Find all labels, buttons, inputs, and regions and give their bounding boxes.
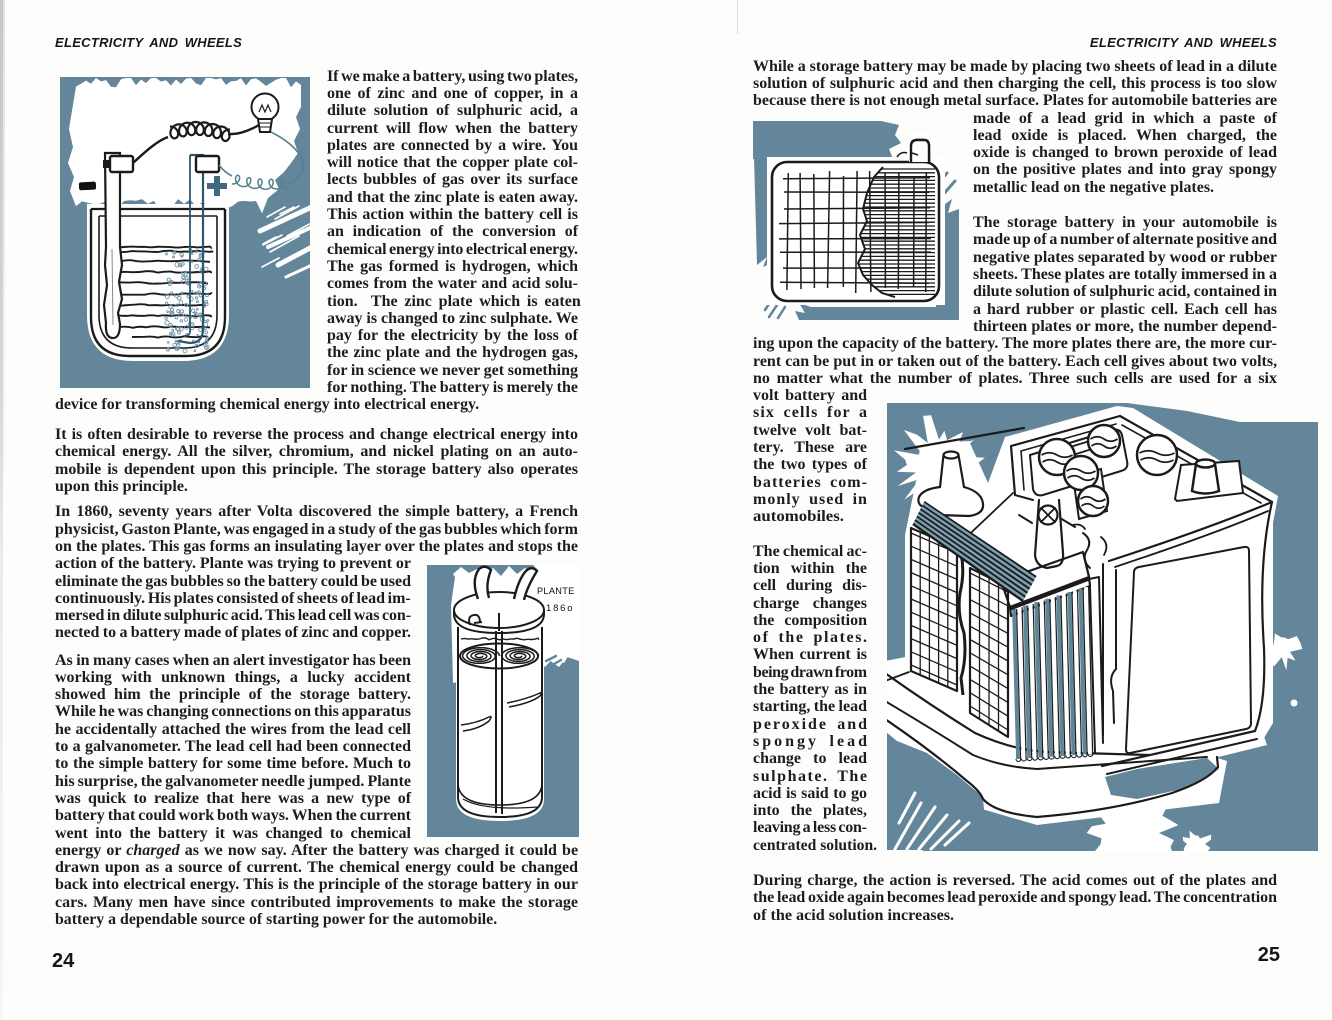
svg-text:186o: 186o (546, 603, 574, 614)
svg-text:PLANTE: PLANTE (537, 586, 575, 596)
